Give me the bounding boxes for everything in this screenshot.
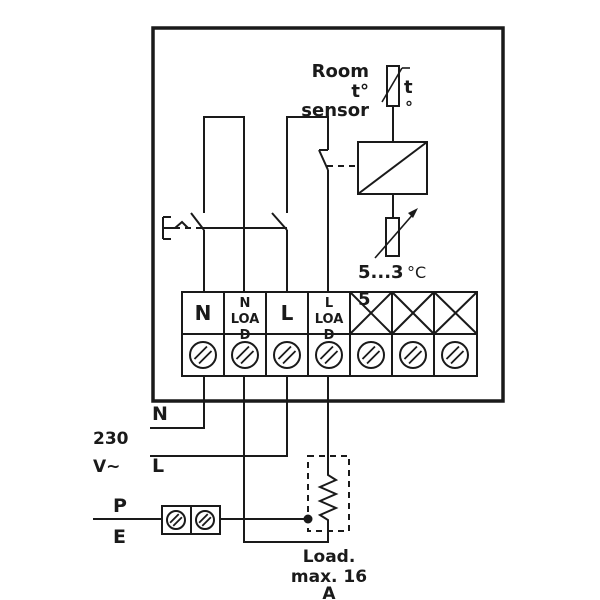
pe-label-p: P	[113, 495, 127, 517]
l-circuit-wiring	[271, 116, 329, 292]
terminal-screw	[166, 510, 186, 530]
terminal-screw	[399, 341, 427, 369]
supply-voltage-line2: V~	[93, 457, 120, 477]
sensor-symbol-t: t	[404, 77, 413, 98]
setpoint-potentiometer	[374, 208, 418, 259]
manual-switch-actuator	[162, 216, 287, 240]
terminal-screw	[195, 510, 215, 530]
load-label-line3: A	[322, 584, 336, 600]
pe-terminal-screws	[166, 510, 215, 530]
setpoint-range: 5...3	[358, 262, 404, 283]
pe-label-e: E	[113, 526, 126, 548]
load-label-line2: max. 16	[291, 567, 367, 587]
terminal-label-lload-2: LOA	[315, 312, 344, 327]
terminal-screw	[357, 341, 385, 369]
terminal-screw	[273, 341, 301, 369]
terminal-label-lload-3: D	[324, 328, 335, 343]
sensor-label-room: Room	[312, 61, 369, 82]
sensor-label-t: t°	[351, 81, 369, 102]
unused-terminal-crosses	[349, 291, 478, 335]
supply-l-wire	[150, 376, 288, 457]
load-heater	[307, 455, 350, 532]
sensor-label-sensor: sensor	[301, 100, 369, 121]
n-circuit-wiring	[190, 116, 245, 292]
control-relay-box	[357, 141, 428, 195]
supply-voltage-line1: 230	[93, 429, 129, 449]
load-n-wire	[243, 376, 329, 543]
terminal-label-nload-1: N	[240, 296, 251, 311]
load-label-line1: Load.	[303, 547, 356, 567]
room-sensor	[381, 65, 410, 142]
terminal-screws	[189, 341, 469, 369]
terminal-screw	[189, 341, 217, 369]
terminal-label-l: L	[281, 301, 294, 325]
setpoint-range-overflow: 5	[358, 289, 371, 310]
setpoint-unit: °C	[407, 263, 426, 282]
sensor-symbol-degree: °	[405, 98, 413, 117]
supply-n-wire	[150, 376, 205, 429]
pe-terminal	[93, 505, 313, 535]
terminal-screw	[231, 341, 259, 369]
terminal-screw	[441, 341, 469, 369]
terminal-label-nload-3: D	[240, 328, 251, 343]
supply-label-l: L	[152, 455, 164, 477]
terminal-label-nload-2: LOA	[231, 312, 260, 327]
terminal-label-lload-1: L	[325, 296, 333, 311]
supply-label-n: N	[152, 403, 168, 425]
terminal-label-n: N	[195, 301, 212, 325]
terminal-screw	[315, 341, 343, 369]
